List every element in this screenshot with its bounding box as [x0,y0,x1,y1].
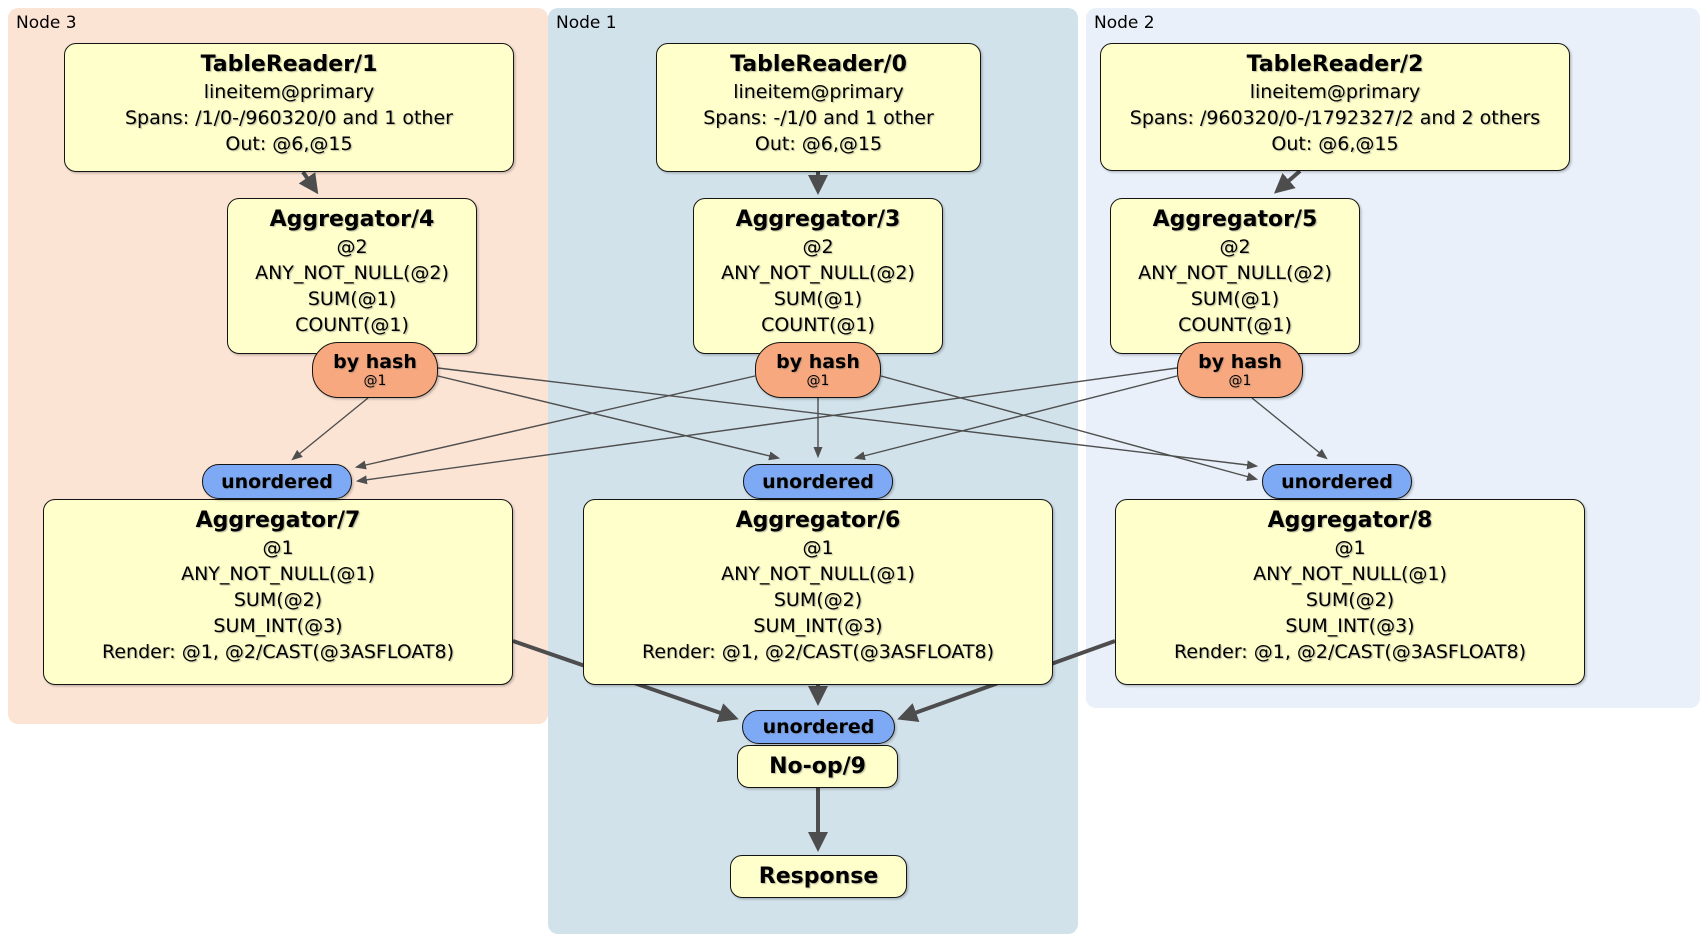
tr1-title: TableReader/1 [200,52,378,77]
edge-hash4-un7 [291,397,369,461]
un8-label: unordered [1281,470,1393,493]
tr0-title: TableReader/0 [730,52,907,77]
tr2-title: TableReader/2 [1246,52,1424,77]
agg8-line-2: SUM(@2) [1305,589,1395,611]
agg3-line-2: SUM(@1) [773,288,863,310]
agg6-line-0: @1 [802,537,834,559]
edge-hash3-un8 [880,375,1259,481]
noop-box: No-op/9 [737,745,898,788]
hash3-label: by hash [776,351,860,373]
agg4-line-0: @2 [336,236,368,258]
un6-label: unordered [762,470,874,493]
tr0-line-1: Spans: -/1/0 and 1 other [703,107,934,129]
hash5-by-hash-router: by hash@1 [1177,342,1303,398]
agg4-line-3: COUNT(@1) [295,314,409,336]
agg6-line-2: SUM(@2) [773,589,863,611]
tr0-line-2: Out: @6,@15 [754,133,883,155]
agg8-line-4: Render: @1, @2/CAST(@3ASFLOAT8) [1174,641,1526,663]
tr2-line-1: Spans: /960320/0-/1792327/2 and 2 others [1129,107,1541,129]
agg8-line-0: @1 [1334,537,1366,559]
agg7-line-4: Render: @1, @2/CAST(@3ASFLOAT8) [102,641,454,663]
hash5-label: by hash [1198,351,1282,373]
agg6-line-3: SUM_INT(@3) [753,615,883,637]
agg5-line-3: COUNT(@1) [1178,314,1292,336]
unf-unordered-sync: unordered [742,710,895,744]
agg8-line-3: SUM_INT(@3) [1285,615,1415,637]
node1-label: Node 1 [556,13,617,33]
hash4-label: by hash [333,351,417,373]
agg7-line-2: SUM(@2) [233,589,323,611]
agg6-line-1: ANY_NOT_NULL(@1) [721,563,915,585]
noop-title: No-op/9 [769,754,866,779]
hash3-by-hash-router: by hash@1 [755,342,881,398]
hash5-sub: @1 [1228,373,1252,389]
hash4-sub: @1 [363,373,387,389]
edge-hash5-un6 [853,375,1178,461]
agg5-line-2: SUM(@1) [1190,288,1280,310]
edge-hash5-un7 [355,367,1178,485]
agg7-line-0: @1 [262,537,294,559]
node3-label: Node 3 [16,13,77,33]
edge-tr1-agg4 [298,170,319,195]
edge-hash3-un7 [354,375,756,470]
tr0-line-0: lineitem@primary [733,81,904,103]
edge-hash5-un8 [1251,397,1328,460]
edge-hash4-un8 [437,367,1259,470]
agg3-line-1: ANY_NOT_NULL(@2) [721,262,915,284]
agg7-line-3: SUM_INT(@3) [213,615,343,637]
response-box: Response [730,855,907,898]
un6-unordered-sync: unordered [743,464,893,499]
un7-unordered-sync: unordered [202,464,352,499]
agg4-line-2: SUM(@1) [307,288,397,310]
tr2-line-0: lineitem@primary [1249,81,1421,103]
agg6-line-4: Render: @1, @2/CAST(@3ASFLOAT8) [642,641,994,663]
hash3-sub: @1 [806,373,830,389]
agg8-line-1: ANY_NOT_NULL(@1) [1253,563,1447,585]
tr1-line-0: lineitem@primary [203,81,375,103]
agg5-line-0: @2 [1219,236,1251,258]
agg3-line-0: @2 [802,236,834,258]
edge-hash4-un6 [437,375,781,461]
agg7-line-1: ANY_NOT_NULL(@1) [181,563,375,585]
agg3-title: Aggregator/3 [735,207,901,232]
unf-label: unordered [762,716,875,738]
un8-unordered-sync: unordered [1262,464,1412,499]
agg3-line-3: COUNT(@1) [761,314,875,336]
agg8-title: Aggregator/8 [1267,508,1433,533]
agg5-title: Aggregator/5 [1152,207,1318,232]
tr1-line-1: Spans: /1/0-/960320/0 and 1 other [125,107,453,129]
tr1-line-2: Out: @6,@15 [225,133,353,155]
hash4-by-hash-router: by hash@1 [312,342,438,398]
agg7-title: Aggregator/7 [195,508,361,533]
node2-label: Node 2 [1094,13,1155,33]
agg4-title: Aggregator/4 [269,207,435,232]
agg4-line-1: ANY_NOT_NULL(@2) [255,262,449,284]
response-title: Response [758,864,879,889]
edge-tr2-agg5 [1273,169,1302,194]
agg5-line-1: ANY_NOT_NULL(@2) [1138,262,1332,284]
un7-label: unordered [221,470,333,493]
agg6-title: Aggregator/6 [735,508,901,533]
tr2-line-2: Out: @6,@15 [1271,133,1399,155]
